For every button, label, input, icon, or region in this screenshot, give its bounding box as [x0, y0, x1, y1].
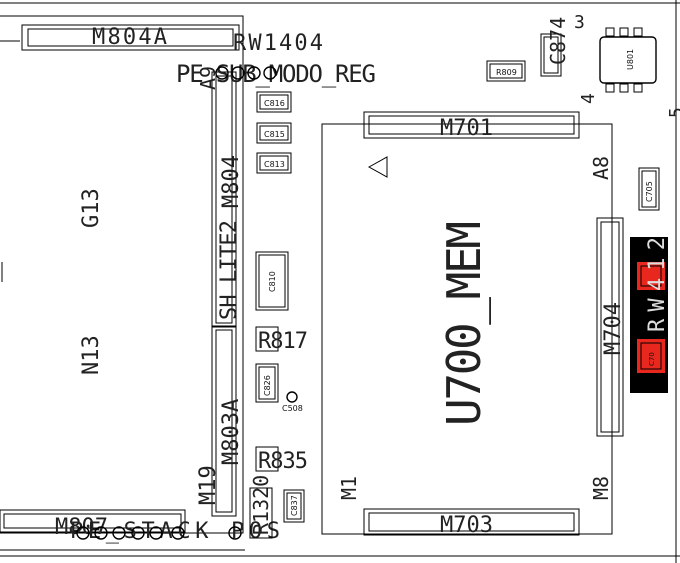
pin-a9: A9 — [196, 66, 220, 90]
svg-text:C705: C705 — [645, 181, 654, 202]
connector-m804a-label: M804A — [92, 25, 167, 50]
svg-text:C813: C813 — [264, 160, 285, 169]
connector-m701 — [363, 111, 580, 139]
capacitor-c837: C837 — [283, 489, 305, 523]
connector-m807-inner — [3, 513, 182, 529]
ic-u801: U801 — [599, 27, 657, 93]
rw1404-label: RW1404 — [233, 31, 323, 56]
svg-text:C70: C70 — [648, 352, 656, 366]
svg-text:C815: C815 — [264, 130, 285, 139]
pin-a8: A8 — [589, 156, 613, 180]
pin-mark-3: 3 — [574, 12, 585, 33]
connector-m703-label: M703 — [440, 513, 493, 538]
svg-text:C816: C816 — [264, 99, 285, 108]
resistor-r817: R817 — [255, 326, 308, 354]
svg-text:R1320: R1320 — [249, 475, 273, 535]
capacitor-c826: C826 — [255, 363, 279, 403]
connector-m703-inner — [368, 512, 575, 532]
svg-text:U801: U801 — [626, 49, 635, 70]
connector-m807 — [0, 509, 186, 533]
pin-g13: G13 — [79, 188, 104, 228]
connector-m704 — [596, 217, 624, 437]
svg-text:C837: C837 — [290, 495, 299, 516]
via-row — [76, 526, 242, 540]
svg-text:R809: R809 — [496, 68, 517, 77]
connector-m804-label: M804 — [219, 155, 244, 208]
connector-m803a — [211, 325, 237, 517]
capacitor-c874: C874 — [540, 17, 570, 77]
svg-text:C826: C826 — [263, 375, 272, 396]
highlight-rw412: C70 RW412 — [630, 237, 670, 393]
capacitor-c705: C705 — [638, 167, 660, 211]
capacitor-c810: C810 — [255, 251, 289, 311]
connector-m803a-label: M803A — [219, 399, 244, 465]
connector-m701-label: M701 — [440, 116, 493, 141]
connector-m804 — [211, 71, 237, 328]
connector-m804a — [21, 24, 240, 51]
chip-u700-outline — [321, 123, 613, 535]
resistor-r809: R809 — [486, 60, 526, 82]
svg-text:C508: C508 — [282, 404, 303, 413]
connector-m704-inner — [600, 221, 620, 433]
left-chip-outline — [0, 15, 244, 534]
svg-text:R817: R817 — [258, 329, 308, 354]
connector-m701-inner — [368, 115, 575, 135]
connector-m704-label: M704 — [601, 302, 626, 355]
pin-mark-5: 5 — [666, 107, 680, 118]
pin-n13: N13 — [79, 335, 104, 375]
pin-m8: M8 — [589, 476, 613, 500]
pin-m1: M1 — [337, 476, 361, 500]
via-row-top — [215, 66, 277, 80]
svg-text:R835: R835 — [258, 449, 308, 474]
chip-u700-label: U700_MEM — [437, 221, 491, 426]
capacitor-c816: C816 — [256, 91, 292, 113]
connector-m804a-inner — [27, 28, 234, 47]
resistor-r835: R835 — [255, 446, 308, 474]
connector-m804-inner — [215, 75, 233, 324]
pin-m19: M19 — [196, 465, 221, 505]
connector-m703 — [363, 508, 580, 536]
via-c508: C508 — [282, 391, 303, 413]
capacitor-c835: R1320 — [249, 475, 273, 539]
net-shield-label: SH LITE2 — [217, 220, 242, 320]
capacitor-c813: C813 — [256, 152, 292, 174]
svg-text:C810: C810 — [268, 271, 277, 292]
pin1-marker — [367, 156, 388, 178]
svg-text:C874: C874 — [546, 17, 570, 65]
pin-mark-4: 4 — [578, 93, 599, 104]
capacitor-c815: C815 — [256, 122, 292, 144]
connector-m803a-inner — [215, 329, 233, 513]
